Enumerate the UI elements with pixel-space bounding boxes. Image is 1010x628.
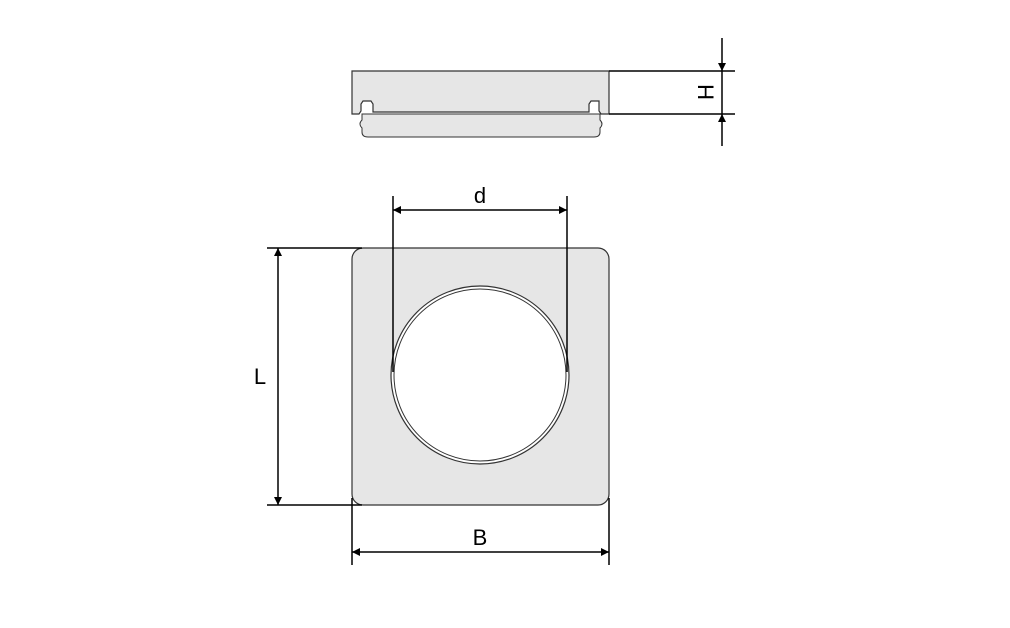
hole-inner-edge <box>393 288 567 462</box>
length-label: L <box>254 364 266 389</box>
diameter-label: d <box>474 183 486 208</box>
width-label: B <box>473 525 488 550</box>
side-view-lower-profile <box>359 113 603 138</box>
side-view-body <box>351 70 610 115</box>
plan-view: d L B <box>254 183 610 565</box>
height-label: H <box>694 84 719 100</box>
side-view: H <box>351 38 735 146</box>
hole-outer-edge <box>390 285 570 465</box>
